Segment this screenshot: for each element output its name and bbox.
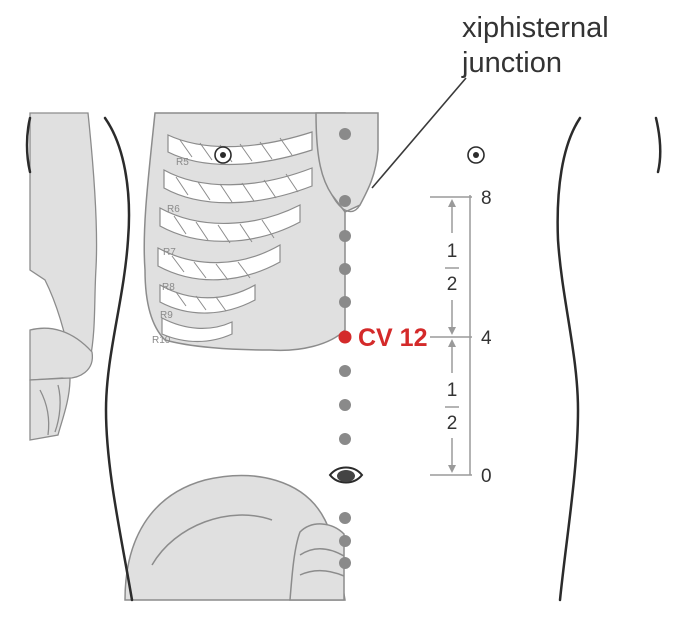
acupoint-dot-icon <box>339 399 351 411</box>
rib-label-r7: R7 <box>163 247 176 258</box>
callout-leader-line <box>371 77 467 189</box>
scale-label-middle: 4 <box>481 328 492 349</box>
scale-label-bottom: 0 <box>481 466 492 487</box>
acupoint-dot-icon <box>339 365 351 377</box>
acupoint-dot-icon <box>339 557 351 569</box>
pelvis <box>124 474 346 601</box>
rib-label-r10: R10 <box>152 335 171 346</box>
body-outline <box>25 116 662 602</box>
upper-fraction-denominator: 2 <box>447 274 458 295</box>
xiphoid-process <box>331 194 361 213</box>
midline-points <box>339 128 351 569</box>
rib-label-r8: R8 <box>162 282 175 293</box>
forearm <box>29 377 71 441</box>
callout-title-line2: junction <box>461 47 562 79</box>
acupoint-dot-icon <box>339 296 351 308</box>
left-arm-outline <box>25 116 32 174</box>
nipple-icon <box>214 146 232 164</box>
acupoint-dot-icon <box>339 195 351 207</box>
rib-label-r6: R6 <box>167 204 180 215</box>
right-arm-outline <box>654 116 662 174</box>
acupoint-dot-icon <box>339 128 351 140</box>
lower-fraction-numerator: 1 <box>447 380 458 401</box>
navel-icon <box>328 466 364 484</box>
cv12-point-icon <box>338 330 352 344</box>
callout-title-line1: xiphisternal <box>462 12 609 44</box>
rib-label-r9: R9 <box>160 310 173 321</box>
scale-label-top: 8 <box>481 188 492 209</box>
left-arm-bones <box>29 112 98 441</box>
measurement-scale: 8 4 0 1 2 1 2 <box>430 188 492 487</box>
lower-fraction-denominator: 2 <box>447 413 458 434</box>
cv12-label: CV 12 <box>358 324 427 352</box>
rib-label-r5: R5 <box>176 157 189 168</box>
acupoint-dot-icon <box>339 230 351 242</box>
acupoint-dot-icon <box>339 512 351 524</box>
acupoint-dot-icon <box>339 263 351 275</box>
left-torso-outline <box>103 116 134 602</box>
humerus <box>29 112 98 369</box>
sternum <box>315 112 379 213</box>
right-torso-outline <box>556 116 582 602</box>
nipple-icon <box>467 146 485 164</box>
sacrum <box>289 523 345 601</box>
acupoint-dot-icon <box>339 535 351 547</box>
acupoint-dot-icon <box>339 433 351 445</box>
rib-labels: R5 R6 R7 R8 R9 R10 <box>152 157 189 346</box>
upper-fraction-numerator: 1 <box>447 241 458 262</box>
